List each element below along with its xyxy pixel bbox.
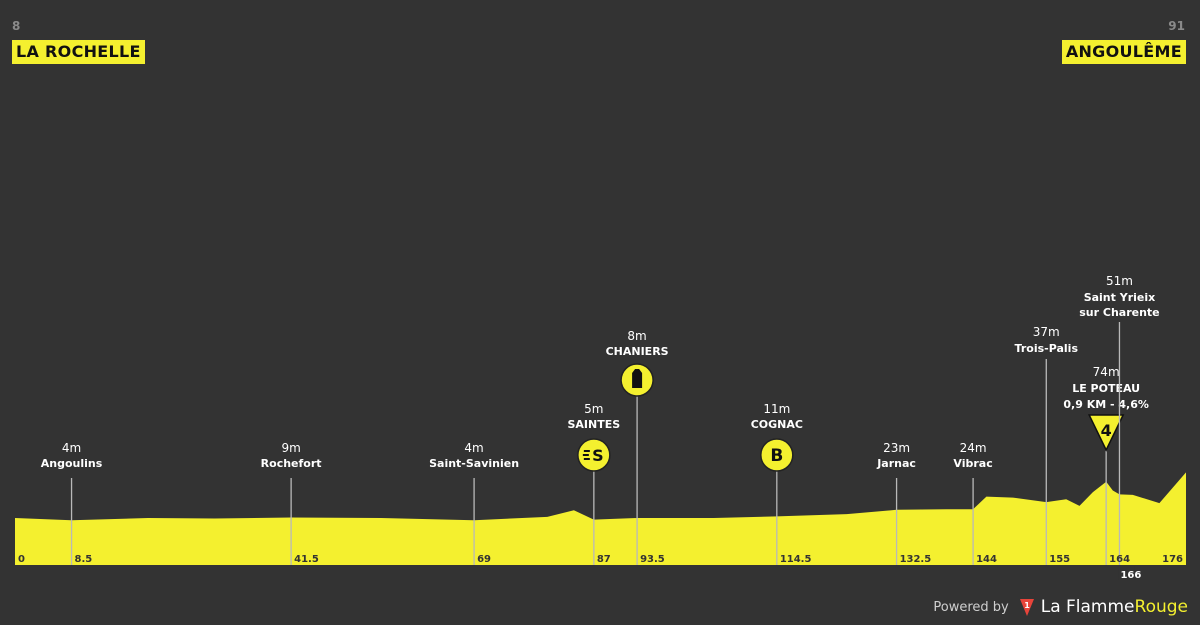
waypoint-name: COGNAC <box>751 418 803 431</box>
x-tick-label: 69 <box>477 554 491 565</box>
waypoint-altitude: 51m <box>1106 274 1133 288</box>
x-tick-label: 41.5 <box>294 554 319 565</box>
waypoint-altitude: 4m <box>464 441 483 455</box>
waypoint-name: Rochefort <box>261 457 322 470</box>
sprint-letter: S <box>592 446 604 465</box>
start-altitude: 8 <box>12 19 21 33</box>
x-tick-label: 87 <box>597 554 611 565</box>
sprint-lines <box>582 450 590 460</box>
bonus-sprint-label: B <box>770 446 783 466</box>
svg-text:1: 1 <box>1024 601 1030 610</box>
x-tick-label: 144 <box>976 554 997 565</box>
waypoint-altitude: 4m <box>62 441 81 455</box>
start-city-label: LA ROCHELLE <box>12 40 145 64</box>
waypoint-altitude: 74m <box>1093 365 1120 379</box>
waypoint-name: Vibrac <box>953 457 992 470</box>
profile-area <box>15 472 1186 565</box>
tick-label-bg <box>1118 566 1135 580</box>
brand-name-part1: La Flamme <box>1040 597 1135 617</box>
x-tick-label: 176 <box>1162 554 1183 565</box>
x-tick-label: 8.5 <box>75 554 93 565</box>
waypoint-altitude: 11m <box>763 402 790 416</box>
bottle-shape <box>632 369 643 388</box>
waypoint-climb-details: 0,9 KM - 4,6% <box>1063 398 1149 411</box>
waypoint-altitude: 37m <box>1033 325 1060 339</box>
waypoint-name: sur Charente <box>1079 306 1159 319</box>
climb-category-icon <box>1087 414 1125 452</box>
x-tick-label: 155 <box>1049 554 1070 565</box>
x-tick-label: 0 <box>18 554 25 565</box>
waypoint-altitude: 5m <box>584 402 603 416</box>
climb-category-label: 4 <box>1101 421 1112 440</box>
flame-logo-icon: 1 <box>1019 599 1034 616</box>
x-tick-label: 93.5 <box>640 554 665 565</box>
sprint-icon <box>577 438 611 472</box>
x-tick-label: 132.5 <box>900 554 932 565</box>
waypoint-name: LE POTEAU <box>1072 382 1140 395</box>
finish-city-label: ANGOULÊME <box>1061 40 1186 64</box>
waypoint-name: Trois-Palis <box>1015 342 1079 355</box>
waypoint-altitude: 9m <box>281 441 300 455</box>
x-tick-label: 166 <box>1120 570 1141 581</box>
brand-name-part2: Rouge <box>1134 597 1188 617</box>
waypoint-altitude: 23m <box>883 441 910 455</box>
x-tick-label: 114.5 <box>780 554 812 565</box>
finish-altitude: 91 <box>1168 19 1185 33</box>
waypoint-altitude: 24m <box>960 441 987 455</box>
powered-by-text: Powered by <box>933 599 1009 615</box>
waypoint-name: SAINTES <box>568 418 621 431</box>
waypoint-altitude: 8m <box>627 329 646 343</box>
waypoint-name: Jarnac <box>876 457 916 470</box>
bonus-sprint-icon <box>760 438 794 472</box>
waypoint-name: Angoulins <box>41 457 103 470</box>
waypoint-name: Saint Yrieix <box>1084 291 1156 304</box>
x-tick-label: 164 <box>1109 554 1130 565</box>
waypoint-name: Saint-Savinien <box>429 457 519 470</box>
waypoint-name: CHANIERS <box>606 345 669 358</box>
